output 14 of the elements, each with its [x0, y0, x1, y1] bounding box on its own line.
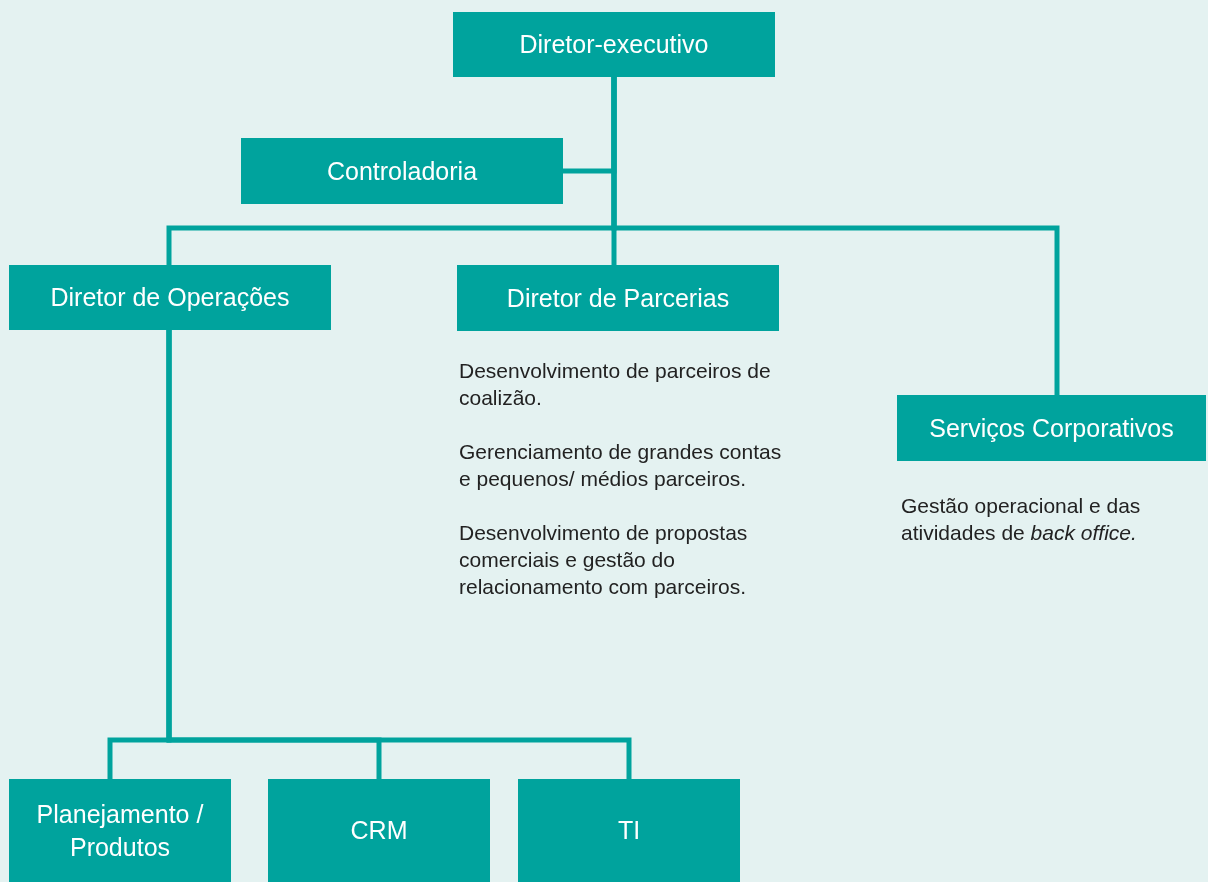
connector-line: [166, 330, 632, 779]
connector-line: [611, 77, 1060, 395]
org-box: Diretor-executivo: [453, 12, 775, 77]
description-text: Desenvolvimento de propostas comerciais e gestão do relacionamento com parceiros.: [459, 520, 749, 600]
description-text: Gerenciamento de grandes contas e pequenos/ médios parceiros.: [459, 439, 783, 492]
org-box: TI: [518, 779, 740, 882]
org-box: Diretor de Parcerias: [457, 265, 779, 331]
description-text: Gestão operacional e das atividades de back office.: [901, 493, 1142, 546]
org-box: CRM: [268, 779, 490, 882]
org-box: Serviços Corporativos: [897, 395, 1206, 461]
org-box: Planejamento / Produtos: [9, 779, 231, 882]
org-box: Controladoria: [241, 138, 563, 204]
org-box: Diretor de Operações: [9, 265, 331, 330]
description-text: Desenvolvimento de parceiros de coalizão.: [459, 358, 772, 411]
